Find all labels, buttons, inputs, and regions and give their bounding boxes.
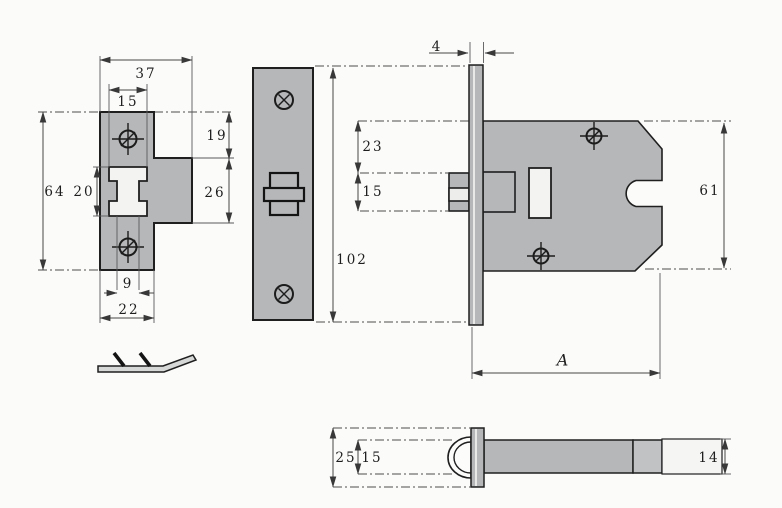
dim-bolt-tail-width: 14 bbox=[698, 450, 719, 466]
spring-clip bbox=[97, 351, 198, 373]
view-forend-front: 102 bbox=[252, 65, 468, 323]
screw-hole-icon bbox=[580, 122, 608, 150]
spring-leg bbox=[112, 351, 126, 368]
dim-faceplate-width: 37 bbox=[135, 66, 156, 82]
bolt-tail-side bbox=[482, 171, 516, 213]
view-faceplate-front: 37 15 64 20 19 26 9 22 bbox=[38, 56, 234, 323]
dim-bolt-face-height: 15 bbox=[362, 184, 383, 200]
bolt-front bbox=[262, 171, 306, 217]
bolt-bar bbox=[483, 439, 634, 474]
dim-forend-length: 102 bbox=[336, 252, 368, 268]
dim-case-height: 26 bbox=[204, 185, 225, 201]
dim-faceplate-height: 64 bbox=[44, 184, 65, 200]
screw-hole-icon bbox=[112, 123, 144, 155]
dim-forend-thickness: 4 bbox=[432, 39, 443, 55]
lock-case-outline bbox=[482, 120, 663, 272]
countersunk-screw-icon bbox=[274, 284, 294, 304]
case-slot bbox=[528, 167, 552, 219]
bolt-head-top bbox=[447, 436, 472, 479]
forend-edge-bottom bbox=[470, 427, 485, 488]
forend-edge bbox=[468, 64, 484, 326]
dim-plate-strip-width: 22 bbox=[118, 302, 139, 318]
bolt-cutout bbox=[108, 166, 148, 217]
bolt-bar-section bbox=[632, 439, 663, 474]
bolt-head-side bbox=[448, 172, 470, 212]
dim-bolt-width-top: 15 bbox=[361, 450, 382, 466]
dim-case-depth: A bbox=[555, 351, 570, 370]
view-lock-case-side: 4 23 15 61 A bbox=[354, 39, 731, 379]
view-bolt-top: 25 15 14 bbox=[329, 427, 731, 488]
spring-clip-body bbox=[97, 354, 198, 373]
dim-bolt-housing-width: 25 bbox=[335, 450, 356, 466]
dim-case-top-offset: 19 bbox=[206, 128, 227, 144]
screw-hole-icon bbox=[527, 242, 555, 270]
dim-top-to-bolt: 23 bbox=[362, 139, 383, 155]
dim-cutout-height: 20 bbox=[73, 184, 94, 200]
dim-cutout-width: 15 bbox=[117, 94, 138, 110]
dim-bolt-slot-width: 9 bbox=[123, 276, 134, 292]
spring-leg bbox=[138, 351, 152, 368]
countersunk-screw-icon bbox=[274, 90, 294, 110]
dim-case-side-height: 61 bbox=[699, 183, 720, 199]
